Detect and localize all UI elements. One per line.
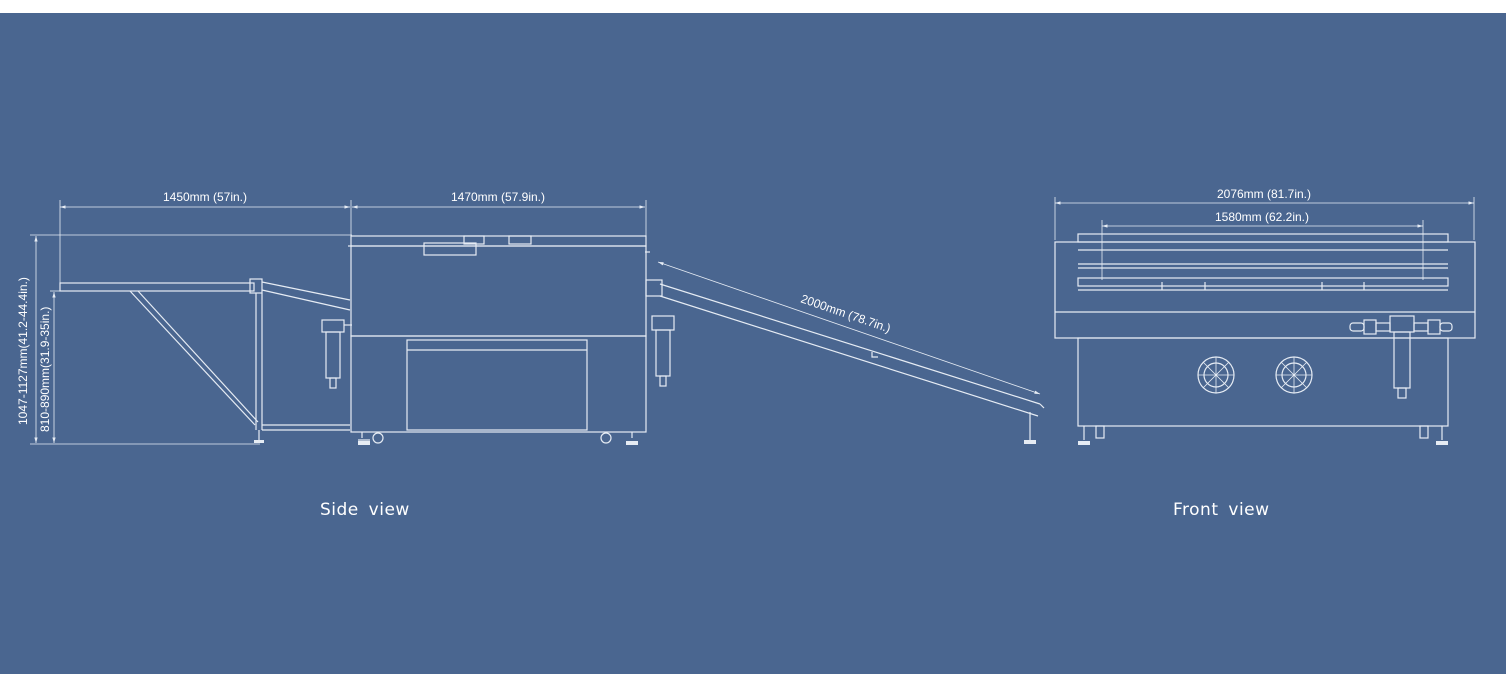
dim-body-length: 1470mm (57.9in.) bbox=[451, 190, 545, 204]
dim-infeed-length: 1450mm (57in.) bbox=[163, 190, 247, 204]
dim-inner-width: 1580mm (62.2in.) bbox=[1215, 210, 1309, 224]
fan-left-icon bbox=[1197, 356, 1235, 394]
front-view-caption: Front view bbox=[1173, 500, 1270, 520]
dim-total-width: 2076mm (81.7in.) bbox=[1217, 187, 1311, 201]
side-view-caption: Side view bbox=[320, 500, 410, 520]
dim-table-height: 810-890mm(31.9-35in.) bbox=[38, 307, 52, 432]
air-fittings bbox=[1349, 315, 1453, 399]
dim-outfeed-length: 2000mm (78.7in.) bbox=[799, 292, 892, 336]
side-view-drawing: 1450mm (57in.) 1470mm (57.9in.) 1047-112… bbox=[16, 190, 1045, 445]
dim-line-outfeed bbox=[657, 261, 1041, 395]
fan-right-icon bbox=[1275, 356, 1313, 394]
front-view-drawing: 2076mm (81.7in.) 1580mm (62.2in.) bbox=[1054, 187, 1476, 445]
dim-total-height: 1047-1127mm(41.2-44.4in.) bbox=[16, 277, 30, 425]
